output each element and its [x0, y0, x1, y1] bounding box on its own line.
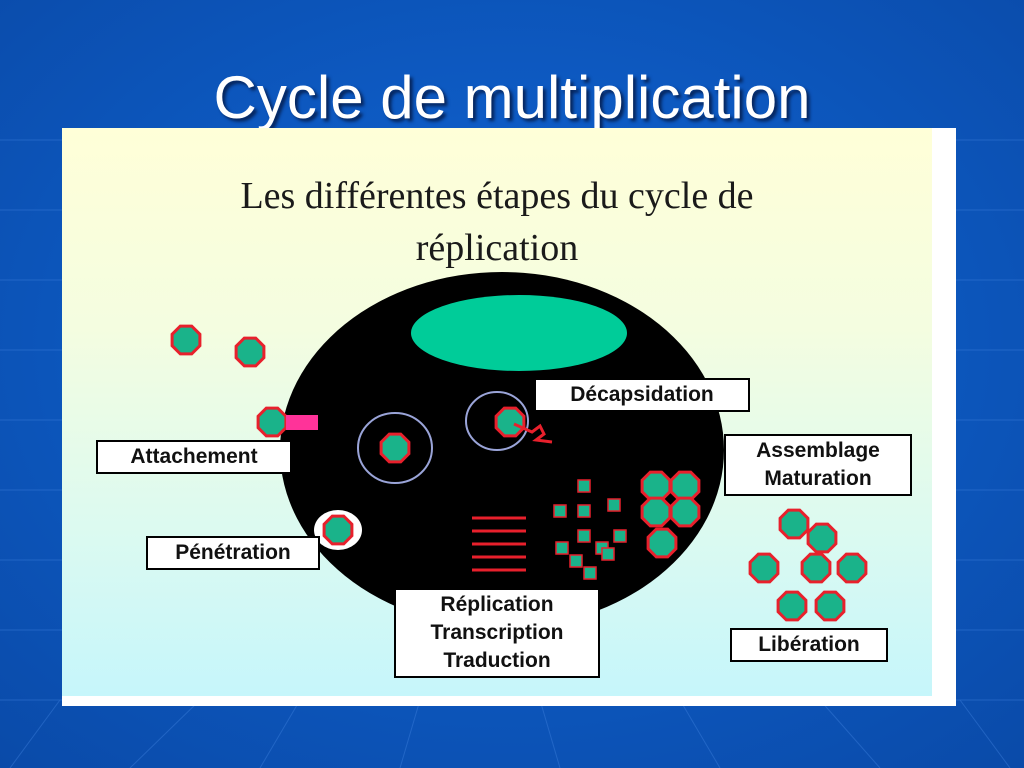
- virion-penetrating: [322, 514, 354, 546]
- assemblage-line-1: Assemblage: [756, 439, 880, 462]
- cell-receptor: [286, 415, 318, 430]
- replication-label: Réplication Transcription Traduction: [394, 588, 600, 678]
- virion-released-4: [800, 552, 832, 584]
- virion-assembled-5: [646, 527, 678, 559]
- vesicle-ring-2: [465, 391, 529, 451]
- replication-line-3: Traduction: [443, 649, 551, 672]
- diagram-canvas: Les différentes étapes du cycle de répli…: [62, 128, 932, 696]
- liberation-text: Libération: [758, 633, 860, 656]
- virion-assembled-3: [640, 496, 672, 528]
- penetration-label: Pénétration: [146, 536, 320, 570]
- assemblage-line-2: Maturation: [764, 467, 872, 490]
- virion-released-2: [806, 522, 838, 554]
- virion-released-3: [748, 552, 780, 584]
- liberation-label: Libération: [730, 628, 888, 662]
- capsomere-1: [577, 479, 591, 493]
- virion-released-5: [836, 552, 868, 584]
- virion-assembled-4: [669, 496, 701, 528]
- diagram-figure: Les différentes étapes du cycle de répli…: [62, 128, 956, 706]
- replication-cycle-diagram: [170, 272, 868, 628]
- virion-released-7: [814, 590, 846, 622]
- replication-line-2: Transcription: [430, 621, 564, 644]
- virion-assembled-2: [669, 470, 701, 502]
- virion-free-1: [170, 324, 202, 356]
- cell-nucleus: [411, 295, 627, 371]
- capsomere-2: [553, 504, 567, 518]
- attachement-text: Attachement: [130, 445, 258, 468]
- virion-released-1: [778, 508, 810, 540]
- attachement-label: Attachement: [96, 440, 292, 474]
- capsomere-5: [577, 529, 591, 543]
- virion-assembled-1: [640, 470, 672, 502]
- virion-uncoating: [494, 406, 526, 438]
- capsomere-10: [601, 547, 615, 561]
- figure-heading: Les différentes étapes du cycle de répli…: [240, 175, 754, 269]
- nucleic-acid-strand: [513, 422, 553, 444]
- decapsidation-text: Décapsidation: [570, 383, 714, 406]
- virion-released-6: [776, 590, 808, 622]
- capsomere-9: [613, 529, 627, 543]
- vesicle-ring-1: [357, 412, 433, 484]
- capsomere-8: [569, 554, 583, 568]
- capsomere-4: [607, 498, 621, 512]
- slide-title: Cycle de multiplication: [213, 64, 811, 131]
- capsomere-11: [583, 566, 597, 580]
- virion-free-2: [234, 336, 266, 368]
- virion-in-vesicle: [379, 432, 411, 464]
- capsomere-6: [555, 541, 569, 555]
- penetration-text: Pénétration: [175, 541, 291, 564]
- virion-attached: [256, 406, 288, 438]
- assemblage-label: Assemblage Maturation: [724, 434, 912, 496]
- decapsidation-label: Décapsidation: [534, 378, 750, 412]
- replication-line-1: Réplication: [440, 593, 554, 616]
- capsomere-3: [577, 504, 591, 518]
